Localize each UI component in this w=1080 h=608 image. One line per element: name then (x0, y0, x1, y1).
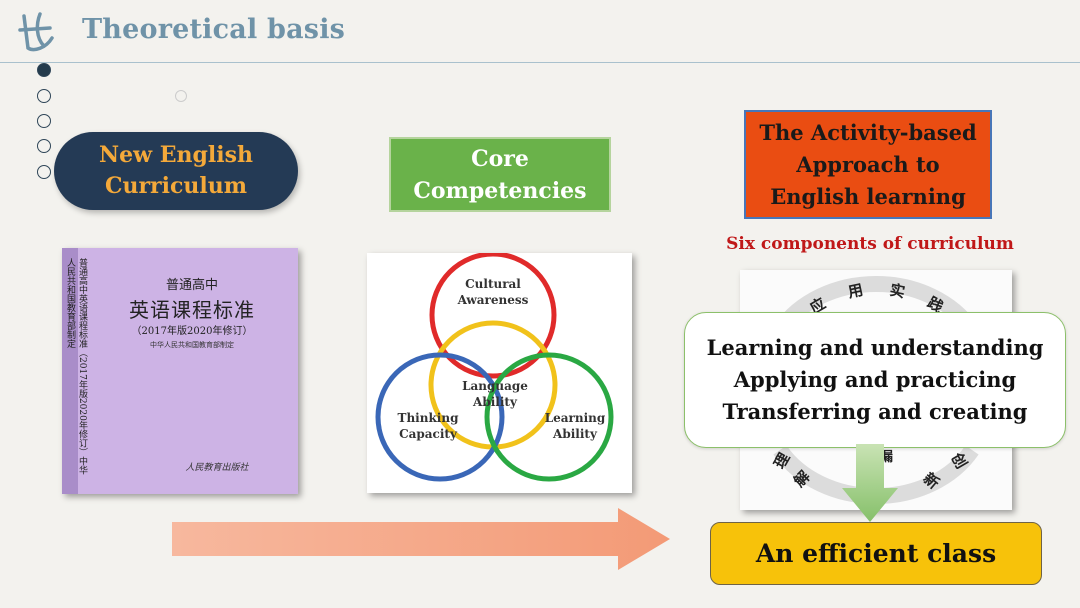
activity-label-line1: The Activity-based (759, 119, 977, 145)
venn-circle-thinking (375, 352, 505, 482)
book-title-line2: 英语课程标准 (129, 298, 255, 322)
venn-thinking-line2: Capacity (399, 427, 457, 441)
venn-label-thinking: Thinking Capacity (389, 410, 467, 442)
venn-label-learning: Learning Ability (537, 410, 613, 442)
venn-language-line2: Ability (473, 395, 517, 409)
activity-approach-label: The Activity-based Approach to English l… (744, 110, 992, 219)
venn-cultural-line2: Awareness (457, 293, 529, 307)
nav-dot-5[interactable] (37, 165, 51, 179)
efficient-class-box: An efficient class (710, 522, 1042, 585)
page-title: Theoretical basis (82, 14, 346, 45)
decorative-circle (175, 90, 187, 102)
venn-circles (375, 253, 614, 482)
core-label-line1: Core (471, 145, 529, 172)
nav-dot-1[interactable] (37, 63, 51, 77)
venn-learning-line2: Ability (553, 427, 597, 441)
venn-circle-cultural (429, 253, 557, 379)
step-learning-understanding: Learning and understanding (706, 335, 1044, 360)
new-english-curriculum-label: New English Curriculum (54, 132, 298, 210)
down-arrow-icon (842, 444, 898, 522)
book-publisher: 人民教育出版社 (185, 463, 249, 473)
book-issuer: 中华人民共和国教育部制定 (150, 341, 234, 349)
curriculum-label-line2: Curriculum (104, 173, 248, 199)
letter-logo-icon (18, 12, 54, 52)
core-competencies-venn: Cultural Awareness Language Ability Thin… (367, 253, 632, 493)
book-title-line1: 普通高中 (165, 278, 218, 293)
activity-label-line3: English learning (770, 183, 966, 209)
book-spine-text: 普通高中英语课程标准（2017年版2020年修订）中华人民共和国教育部制定 (65, 258, 87, 475)
nav-dot-2[interactable] (37, 89, 51, 103)
activity-steps-bubble: Learning and understanding Applying and … (684, 312, 1066, 448)
venn-label-language: Language Ability (455, 378, 535, 410)
venn-circle-learning (484, 352, 614, 482)
right-arrow-icon (172, 508, 670, 570)
venn-label-cultural: Cultural Awareness (451, 276, 535, 308)
venn-cultural-line1: Cultural (465, 277, 521, 291)
curriculum-label-line1: New English (99, 142, 253, 168)
header-divider (0, 62, 1080, 63)
venn-learning-line1: Learning (544, 411, 606, 425)
core-competencies-label: Core Competencies (389, 137, 611, 212)
step-transferring-creating: Transferring and creating (722, 399, 1028, 424)
six-components-caption: Six components of curriculum (726, 234, 1014, 254)
book-edition: （2017年版2020年修订） (131, 326, 253, 337)
venn-thinking-line1: Thinking (397, 411, 459, 425)
venn-language-line1: Language (462, 379, 528, 393)
curriculum-book-cover: 普通高中英语课程标准（2017年版2020年修订）中华人民共和国教育部制定 普通… (62, 248, 298, 494)
nav-dot-4[interactable] (37, 139, 51, 153)
book-spine (62, 248, 78, 494)
activity-label-line2: Approach to (796, 151, 940, 177)
nav-dot-3[interactable] (37, 114, 51, 128)
core-label-line2: Competencies (413, 177, 587, 204)
step-applying-practicing: Applying and practicing (733, 367, 1017, 392)
